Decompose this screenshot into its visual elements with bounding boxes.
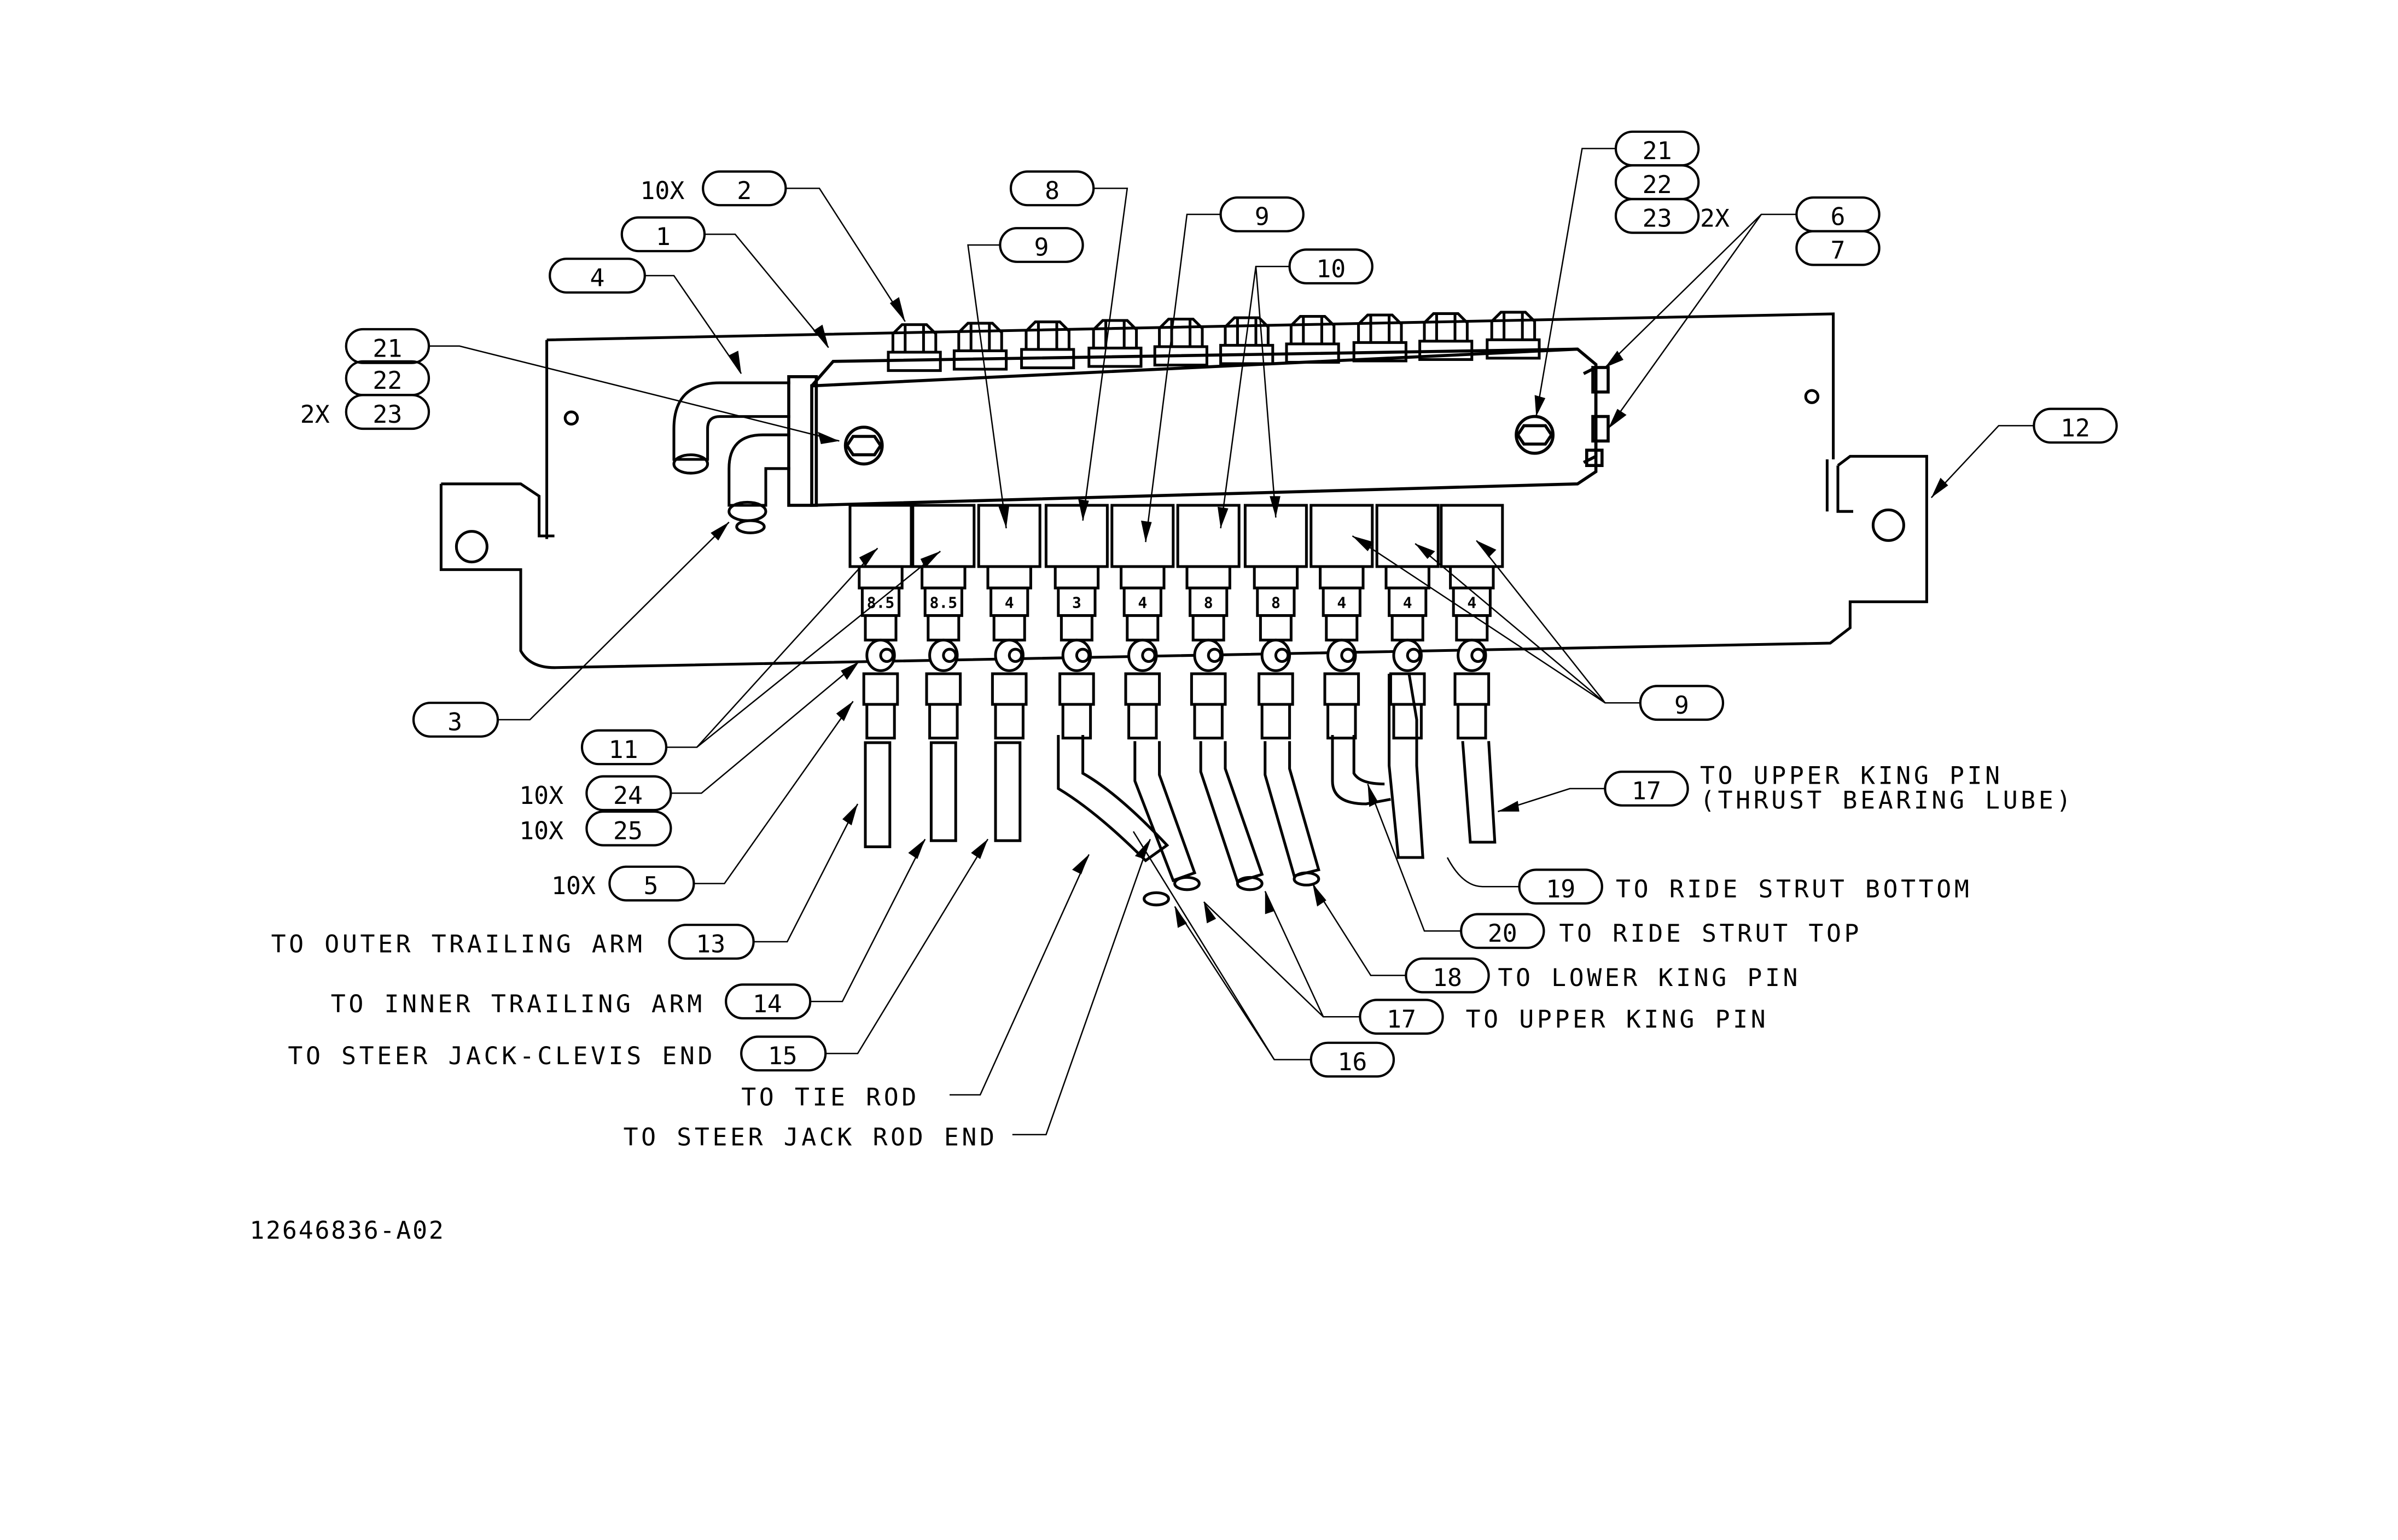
note-inner-trailing-arm: TO INNER TRAILING ARM	[331, 989, 705, 1018]
callout-numbers: 2 1 4 21 22 23 8 9 9 10 21 22 23 6 7 12 …	[372, 136, 2090, 1076]
hex-cap	[1020, 320, 1075, 370]
manifold-block	[787, 347, 1610, 507]
callout-18: 18	[1433, 963, 1462, 992]
note-ride-strut-bottom: TO RIDE STRUT BOTTOM	[1616, 874, 1972, 903]
hex-cap	[887, 323, 942, 372]
callout-17-thrust: 17	[1632, 777, 1661, 806]
hex-cap	[1285, 314, 1340, 364]
metering-tag: 3	[1072, 594, 1081, 612]
callout-21-right: 21	[1643, 136, 1672, 165]
metering-tag: 4	[1337, 594, 1346, 612]
metering-tag: 4	[1005, 594, 1014, 612]
callout-22-right: 22	[1643, 170, 1672, 199]
feeder-valve	[977, 504, 1041, 740]
qty-23-right: 2X	[1700, 203, 1730, 232]
feeder-valve	[911, 504, 976, 740]
note-steer-jack-rod-end: TO STEER JACK ROD END	[624, 1122, 998, 1151]
metering-tag: 8	[1271, 594, 1281, 612]
quantity-labels: 10X 2X 2X 10X 10X 10X	[300, 176, 1730, 900]
callout-7: 7	[1831, 236, 1846, 265]
callout-8: 8	[1045, 176, 1060, 205]
note-tie-rod: TO TIE ROD	[741, 1083, 919, 1112]
feeder-valve	[1440, 504, 1504, 740]
drawing-number: 12646836-A02	[249, 1216, 445, 1245]
callout-4: 4	[590, 264, 605, 293]
feeder-valve	[1176, 504, 1241, 740]
feeder-valve	[1044, 504, 1109, 740]
feeder-valve	[1110, 504, 1175, 740]
metering-tag: 8	[1204, 594, 1213, 612]
note-steer-jack-clevis: TO STEER JACK-CLEVIS END	[288, 1041, 715, 1070]
callout-3: 3	[447, 708, 462, 737]
callout-6: 6	[1831, 202, 1846, 231]
hex-cap	[1486, 311, 1541, 360]
callout-21-left: 21	[372, 334, 402, 363]
metering-tag: 4	[1403, 594, 1412, 612]
callout-15: 15	[768, 1041, 798, 1070]
feeder-valve	[1375, 504, 1440, 740]
hex-caps	[887, 311, 1541, 372]
qty-25: 10X	[519, 816, 563, 845]
callout-9-top: 9	[1255, 202, 1270, 231]
callout-balloons	[345, 130, 2118, 1078]
hex-cap	[1418, 312, 1474, 361]
note-upper-king-pin: TO UPPER KING PIN	[1466, 1005, 1769, 1034]
qty-23-left: 2X	[300, 400, 330, 429]
hex-cap	[952, 322, 1008, 371]
callout-9-right: 9	[1674, 691, 1689, 720]
callout-16: 16	[1337, 1047, 1367, 1076]
leader-lines	[428, 148, 2034, 1136]
metering-tag: 4	[1467, 594, 1476, 612]
callout-23-right: 23	[1643, 203, 1672, 232]
feeder-valve	[1309, 504, 1374, 740]
qty-2: 10X	[640, 176, 684, 205]
metering-tags: 8.5 8.5 4 3 4 8 8 4 4 4	[867, 594, 1477, 612]
lube-lines	[864, 673, 1497, 907]
callout-9-top-left: 9	[1034, 233, 1049, 262]
callout-10: 10	[1316, 254, 1346, 283]
feeder-valves	[848, 504, 1504, 740]
callout-13: 13	[696, 930, 725, 959]
note-lower-king-pin: TO LOWER KING PIN	[1498, 963, 1801, 992]
callout-14: 14	[753, 989, 782, 1018]
callout-2: 2	[737, 176, 752, 205]
callout-17: 17	[1387, 1005, 1416, 1034]
hex-cap	[1087, 319, 1143, 368]
note-thrust-bearing-lube: (THRUST BEARING LUBE)	[1700, 785, 2074, 814]
hex-cap	[1219, 316, 1274, 365]
qty-5: 10X	[551, 871, 596, 900]
callout-20: 20	[1488, 919, 1517, 948]
callout-11: 11	[609, 735, 638, 764]
metering-tag: 8.5	[930, 594, 958, 612]
callout-19: 19	[1546, 874, 1575, 903]
callout-25: 25	[613, 816, 643, 845]
callout-22-left: 22	[372, 366, 402, 395]
mounting-bracket	[439, 312, 1928, 669]
feeder-valve	[848, 504, 913, 740]
callout-24: 24	[613, 781, 643, 810]
callout-23-left: 23	[372, 400, 402, 429]
callout-12: 12	[2061, 413, 2090, 442]
note-outer-trailing-arm: TO OUTER TRAILING ARM	[271, 930, 645, 959]
elbow-fittings	[672, 381, 790, 534]
callout-1: 1	[656, 222, 671, 251]
callout-5: 5	[644, 871, 659, 900]
feeder-valve	[1243, 504, 1308, 740]
note-upper-king-pin-thrust: TO UPPER KING PIN	[1700, 761, 2003, 790]
leader-arrowheads	[711, 297, 1948, 928]
qty-24: 10X	[519, 781, 563, 810]
metering-tag: 8.5	[867, 594, 895, 612]
hex-cap	[1352, 313, 1407, 363]
metering-tag: 4	[1138, 594, 1147, 612]
destination-notes: TO OUTER TRAILING ARM TO INNER TRAILING …	[271, 761, 2074, 1152]
note-ride-strut-top: TO RIDE STRUT TOP	[1559, 919, 1862, 948]
